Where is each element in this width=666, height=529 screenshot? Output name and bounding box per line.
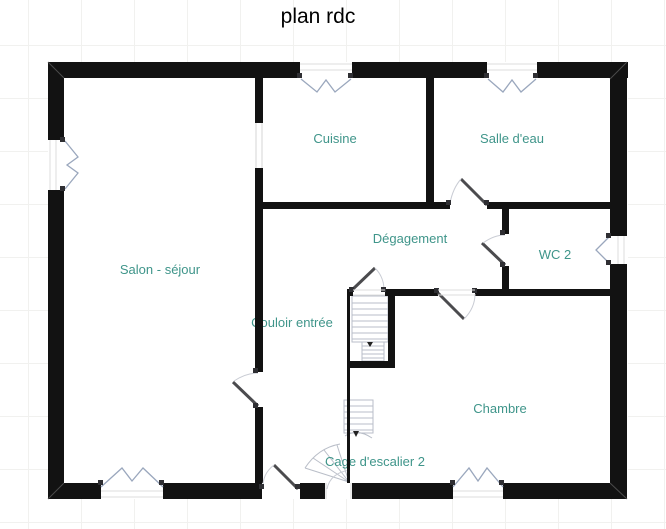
page-title: plan rdc [280, 5, 356, 28]
room-label-salle-deau: Salle d'eau [480, 131, 544, 146]
room-label-chambre: Chambre [473, 401, 527, 416]
staircase-lower-flight [343, 399, 374, 439]
staircase-winder-fan [304, 443, 350, 483]
stair-direction-arrow-down [353, 431, 359, 437]
stair-exterior-opening [325, 469, 352, 499]
room-label-cuisine: Cuisine [313, 131, 357, 146]
stair-direction-arrow-up [367, 342, 373, 347]
salon-cuisine-opening-jambs [255, 123, 263, 168]
building-footprint [48, 62, 628, 499]
room-label-salon-sejour: Salon - séjour [119, 262, 201, 277]
room-label-degagement: Dégagement [372, 231, 448, 246]
room-label-cage-escalier: Cage d'escalier 2 [324, 454, 426, 469]
room-label-wc2: WC 2 [538, 247, 572, 262]
room-label-couloir-entree: Couloir entrée [251, 315, 333, 330]
